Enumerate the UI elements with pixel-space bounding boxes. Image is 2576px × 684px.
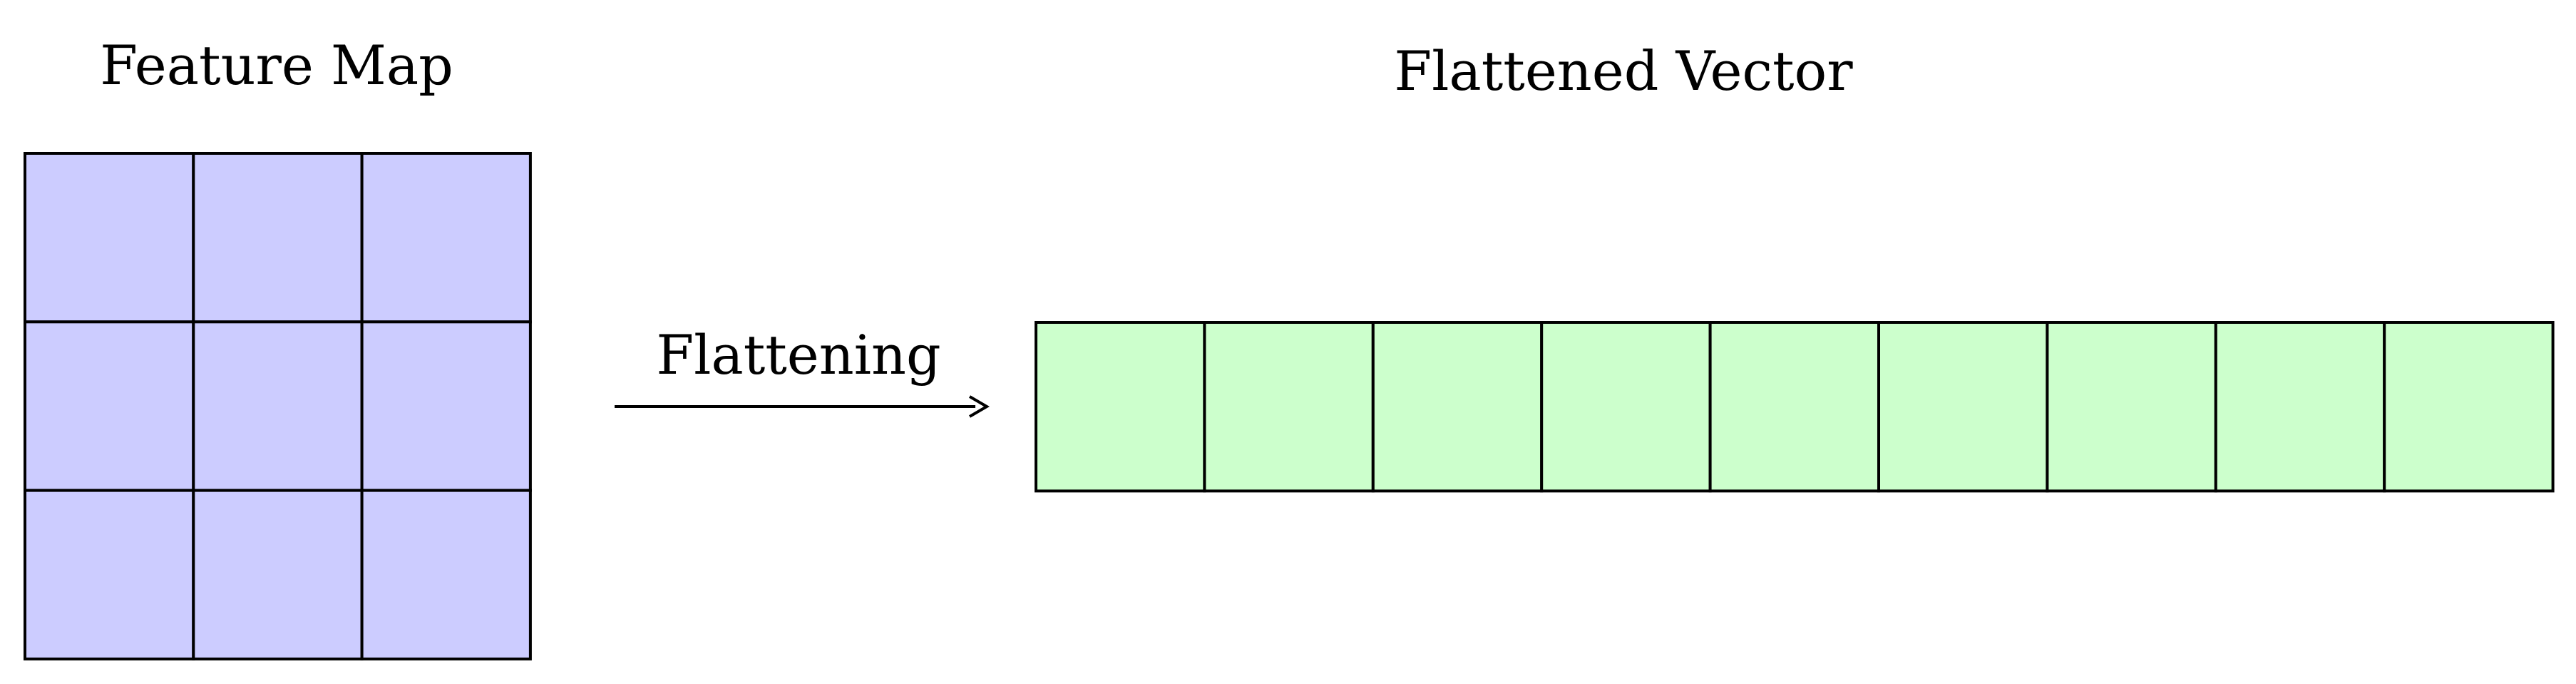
vector-cell (1203, 321, 1375, 493)
feature-map-cell (24, 489, 195, 660)
flattened-vector-row (1035, 321, 2555, 493)
feature-map-cell (24, 152, 195, 324)
vector-cell (2214, 321, 2386, 493)
feature-map-grid (24, 152, 532, 660)
feature-map-cell (192, 489, 364, 660)
feature-map-cell (192, 152, 364, 324)
vector-cell (2046, 321, 2217, 493)
vector-cell (1371, 321, 1544, 493)
feature-map-cell (24, 320, 195, 492)
feature-map-cell (360, 152, 532, 324)
vector-cell (2383, 321, 2555, 493)
feature-map-cell (360, 489, 532, 660)
vector-cell (1708, 321, 1881, 493)
feature-map-cell (192, 320, 364, 492)
arrow-right-icon (615, 395, 990, 418)
vector-cell (1877, 321, 2049, 493)
vector-cell (1035, 321, 1206, 493)
feature-map-title: Feature Map (100, 34, 453, 97)
flattening-label: Flattening (656, 323, 941, 387)
feature-map-cell (360, 320, 532, 492)
vector-cell (1540, 321, 1712, 493)
flattened-vector-title: Flattened Vector (1394, 39, 1853, 103)
